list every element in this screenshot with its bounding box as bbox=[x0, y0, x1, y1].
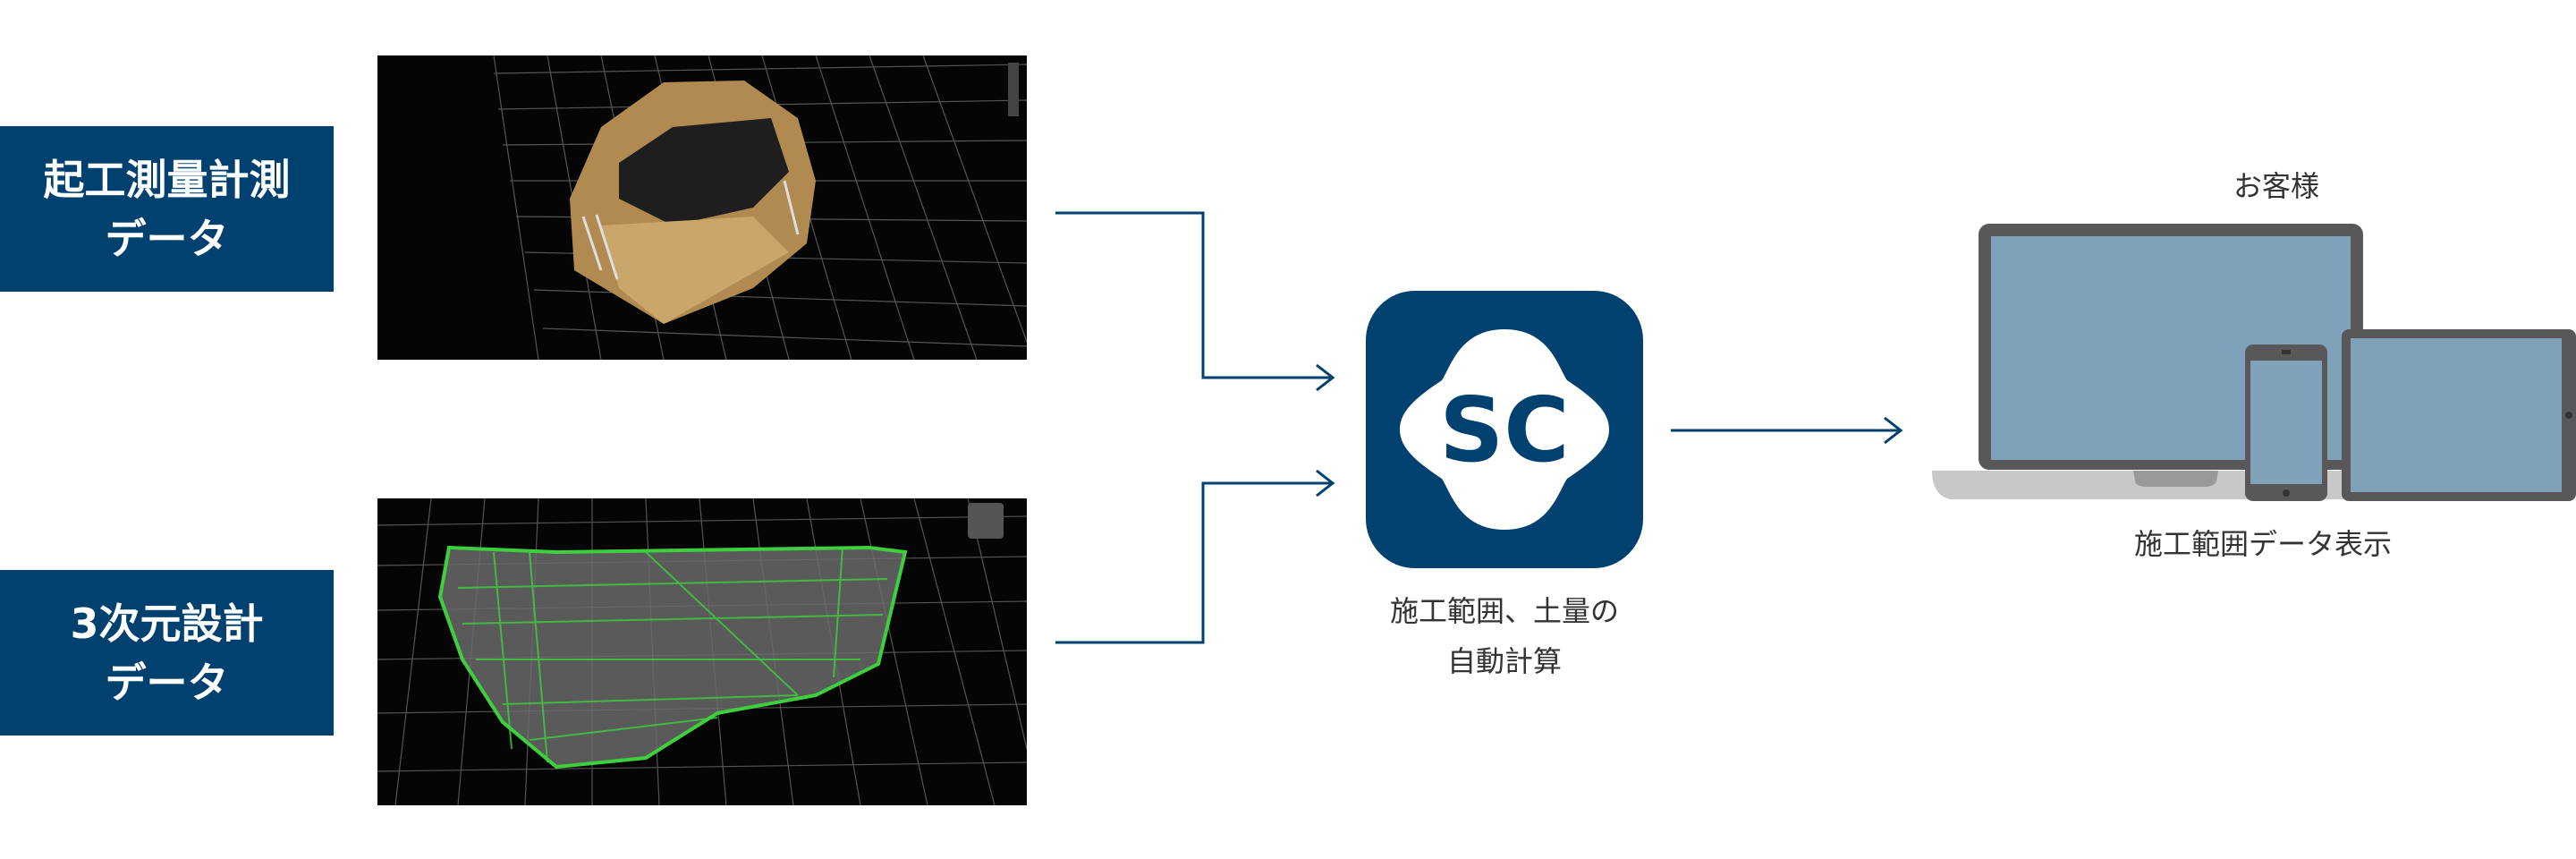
processor-caption: 施工範囲、土量の 自動計算 bbox=[1342, 586, 1667, 686]
processor-caption-line2: 自動計算 bbox=[1446, 644, 1562, 678]
connector-design bbox=[1055, 481, 1333, 644]
survey-data-label: 起工測量計測 データ bbox=[0, 126, 334, 292]
smartphone-icon bbox=[2245, 344, 2327, 501]
output-caption: 施工範囲データ表示 bbox=[2133, 527, 2392, 561]
survey-data-label-line2: データ bbox=[105, 214, 229, 263]
design-data-label-line2: データ bbox=[105, 658, 229, 707]
audience-label: お客様 bbox=[2233, 169, 2319, 203]
connector-survey bbox=[1055, 211, 1333, 379]
arrow-head bbox=[1316, 363, 1335, 392]
devices-illustration bbox=[1932, 222, 2576, 508]
sc-app-icon: SC bbox=[1366, 291, 1643, 568]
tablet-icon bbox=[2342, 329, 2576, 501]
design-surface bbox=[437, 545, 908, 770]
sc-logo-text: SC bbox=[1439, 378, 1569, 482]
survey-data-label-line1: 起工測量計測 bbox=[43, 155, 291, 204]
point-cloud-image bbox=[377, 55, 1027, 360]
arrow-head bbox=[1884, 416, 1903, 445]
design-wireframe-image bbox=[377, 498, 1027, 805]
design-data-label: 3次元設計 データ bbox=[0, 570, 334, 736]
arrow-head bbox=[1316, 469, 1335, 498]
processor-caption-line1: 施工範囲、土量の bbox=[1389, 594, 1619, 628]
design-data-label-line1: 3次元設計 bbox=[70, 599, 264, 648]
